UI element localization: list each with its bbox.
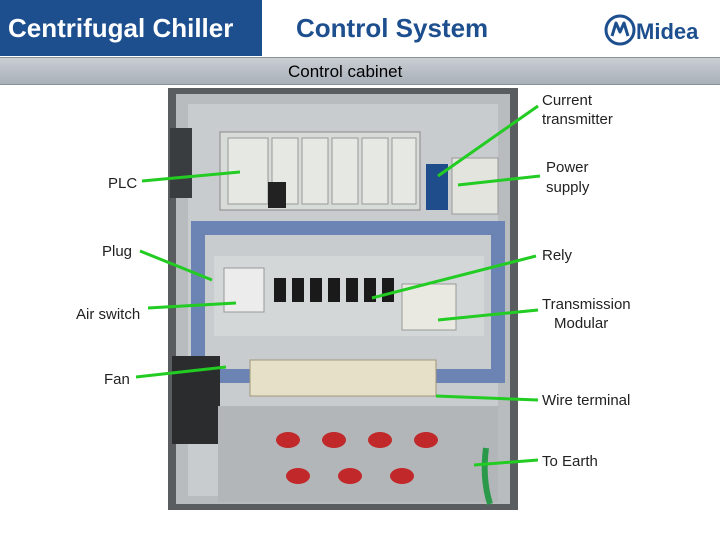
midea-logo: Midea bbox=[604, 14, 699, 46]
label-rely: Rely bbox=[542, 247, 573, 264]
label-plug: Plug bbox=[102, 243, 133, 260]
header-separator bbox=[262, 0, 274, 56]
label-to-earth: To Earth bbox=[542, 453, 598, 470]
fan bbox=[172, 356, 220, 444]
label-current-transmitter-line2: transmitter bbox=[542, 111, 613, 128]
header-left-bar: Centrifugal Chiller bbox=[0, 0, 262, 56]
label-wire-terminal: Wire terminal bbox=[542, 392, 631, 409]
plug-block bbox=[223, 267, 265, 313]
power-supply bbox=[451, 157, 499, 215]
subheader-bar: Control cabinet bbox=[0, 57, 720, 85]
wire-terminal-block bbox=[249, 359, 437, 397]
label-current-transmitter-line1: Current bbox=[542, 92, 593, 109]
label-air-switch: Air switch bbox=[76, 306, 141, 323]
label-plc: PLC bbox=[108, 175, 138, 192]
top-fan-grille bbox=[170, 128, 192, 198]
label-transmission-line2: Modular bbox=[554, 315, 609, 332]
transmission-module bbox=[401, 283, 457, 331]
label-transmission-line1: Transmission bbox=[542, 296, 631, 313]
subheader-label: Control cabinet bbox=[288, 62, 403, 81]
midea-logo-text: Midea bbox=[636, 19, 699, 44]
label-power-supply-line2: supply bbox=[546, 179, 590, 196]
header-left-title: Centrifugal Chiller bbox=[8, 13, 234, 43]
label-power-supply-line1: Power bbox=[546, 159, 589, 176]
label-fan: Fan bbox=[104, 371, 130, 388]
header-right-title: Control System bbox=[296, 13, 489, 43]
header-mid-bar: Control System bbox=[274, 0, 536, 56]
current-transmitter bbox=[426, 164, 448, 210]
control-cabinet-photo bbox=[168, 88, 518, 510]
earth-cable bbox=[481, 447, 493, 505]
